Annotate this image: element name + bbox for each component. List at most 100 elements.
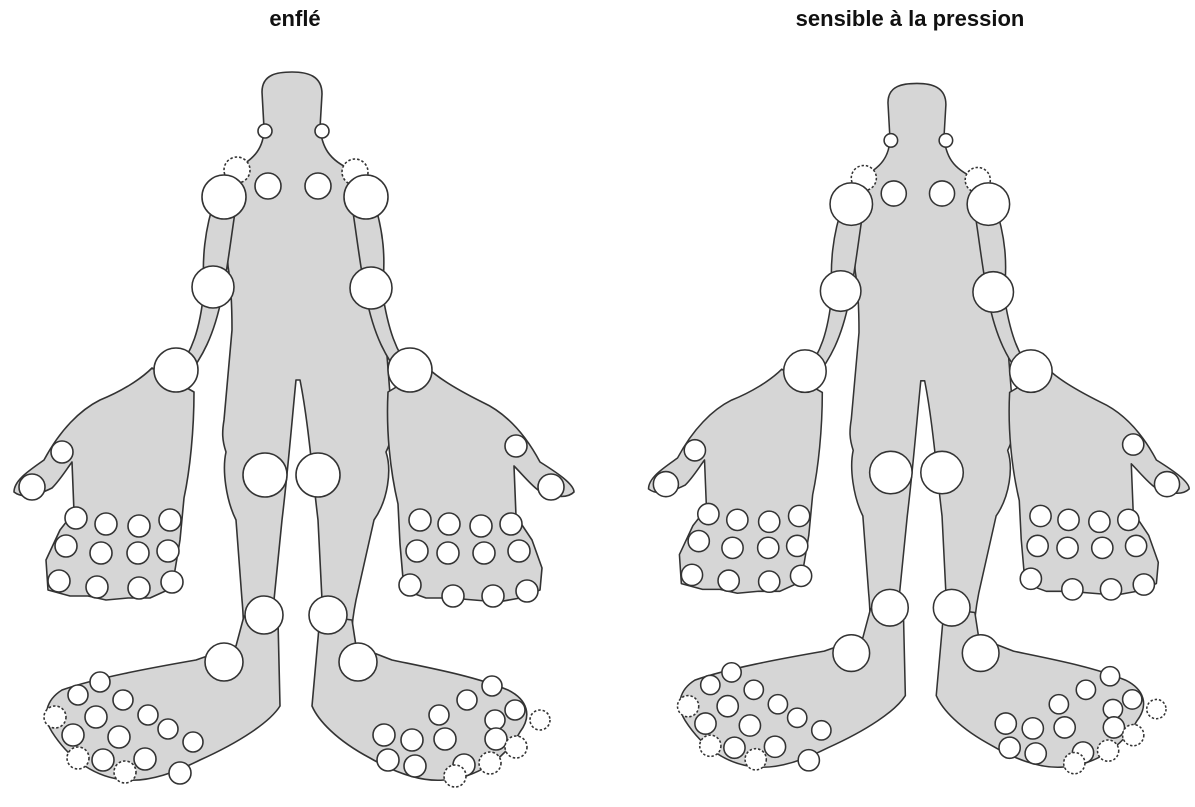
joint-marker[interactable] (315, 124, 329, 138)
joint-marker[interactable] (65, 507, 87, 529)
joint-marker[interactable] (1100, 579, 1121, 600)
joint-marker[interactable] (739, 715, 760, 736)
joint-marker[interactable] (1020, 568, 1041, 589)
joint-marker[interactable] (759, 571, 780, 592)
joint-marker[interactable] (128, 577, 150, 599)
joint-marker[interactable] (48, 570, 70, 592)
joint-marker[interactable] (409, 509, 431, 531)
joint-marker[interactable] (404, 755, 426, 777)
joint-marker[interactable] (192, 266, 234, 308)
joint-marker[interactable] (90, 672, 110, 692)
joint-marker[interactable] (442, 585, 464, 607)
joint-marker[interactable] (92, 749, 114, 771)
joint-marker[interactable] (127, 542, 149, 564)
joint-marker[interactable] (870, 451, 912, 493)
joint-marker[interactable] (44, 706, 66, 728)
joint-marker[interactable] (309, 596, 347, 634)
joint-marker[interactable] (1054, 717, 1075, 738)
joint-marker[interactable] (305, 173, 331, 199)
joint-marker[interactable] (695, 713, 716, 734)
joint-marker[interactable] (933, 589, 970, 626)
joint-marker[interactable] (157, 540, 179, 562)
joint-marker[interactable] (339, 643, 377, 681)
joint-marker[interactable] (538, 474, 564, 500)
joint-marker[interactable] (833, 635, 870, 672)
joint-marker[interactable] (1058, 509, 1079, 530)
joint-marker[interactable] (788, 708, 807, 727)
joint-marker[interactable] (67, 747, 89, 769)
joint-marker[interactable] (790, 565, 811, 586)
joint-marker[interactable] (684, 440, 705, 461)
joint-marker[interactable] (485, 710, 505, 730)
joint-marker[interactable] (1076, 680, 1095, 699)
joint-marker[interactable] (437, 542, 459, 564)
joint-marker[interactable] (485, 728, 507, 750)
joint-marker[interactable] (434, 728, 456, 750)
joint-marker[interactable] (505, 435, 527, 457)
joint-marker[interactable] (1103, 699, 1122, 718)
joint-marker[interactable] (921, 451, 963, 493)
joint-marker[interactable] (114, 761, 136, 783)
joint-marker[interactable] (681, 564, 702, 585)
joint-marker[interactable] (505, 700, 525, 720)
joint-marker[interactable] (377, 749, 399, 771)
joint-marker[interactable] (1025, 743, 1046, 764)
joint-marker[interactable] (727, 509, 748, 530)
joint-marker[interactable] (698, 503, 719, 524)
joint-marker[interactable] (718, 570, 739, 591)
joint-marker[interactable] (798, 750, 819, 771)
joint-marker[interactable] (758, 537, 779, 558)
joint-marker[interactable] (784, 350, 826, 392)
joint-marker[interactable] (373, 724, 395, 746)
joint-marker[interactable] (482, 585, 504, 607)
joint-marker[interactable] (1057, 537, 1078, 558)
joint-marker[interactable] (967, 183, 1009, 225)
joint-marker[interactable] (1010, 350, 1052, 392)
joint-marker[interactable] (1097, 740, 1118, 761)
joint-marker[interactable] (812, 721, 831, 740)
joint-marker[interactable] (134, 748, 156, 770)
joint-marker[interactable] (1125, 535, 1146, 556)
joint-marker[interactable] (677, 696, 698, 717)
joint-marker[interactable] (1133, 574, 1154, 595)
joint-marker[interactable] (701, 675, 720, 694)
joint-marker[interactable] (884, 134, 898, 148)
joint-marker[interactable] (1123, 690, 1142, 709)
joint-marker[interactable] (255, 173, 281, 199)
joint-marker[interactable] (1154, 472, 1179, 497)
joint-marker[interactable] (722, 663, 741, 682)
joint-marker[interactable] (688, 530, 709, 551)
joint-marker[interactable] (68, 685, 88, 705)
joint-marker[interactable] (55, 535, 77, 557)
joint-marker[interactable] (759, 511, 780, 532)
joint-marker[interactable] (128, 515, 150, 537)
joint-marker[interactable] (1049, 695, 1068, 714)
joint-marker[interactable] (202, 175, 246, 219)
joint-marker[interactable] (973, 272, 1014, 313)
joint-marker[interactable] (745, 749, 766, 770)
joint-marker[interactable] (764, 736, 785, 757)
joint-marker[interactable] (1103, 717, 1124, 738)
joint-marker[interactable] (161, 571, 183, 593)
joint-marker[interactable] (344, 175, 388, 219)
joint-marker[interactable] (169, 762, 191, 784)
joint-marker[interactable] (90, 542, 112, 564)
joint-marker[interactable] (929, 181, 954, 206)
joint-marker[interactable] (1123, 434, 1144, 455)
joint-marker[interactable] (724, 737, 745, 758)
joint-marker[interactable] (508, 540, 530, 562)
joint-marker[interactable] (62, 724, 84, 746)
joint-marker[interactable] (962, 635, 999, 672)
joint-marker[interactable] (787, 535, 808, 556)
joint-marker[interactable] (789, 505, 810, 526)
joint-marker[interactable] (406, 540, 428, 562)
joint-marker[interactable] (399, 574, 421, 596)
joint-marker[interactable] (205, 643, 243, 681)
joint-marker[interactable] (444, 765, 466, 787)
joint-marker[interactable] (457, 690, 477, 710)
joint-marker[interactable] (700, 735, 721, 756)
joint-marker[interactable] (350, 267, 392, 309)
joint-marker[interactable] (1030, 505, 1051, 526)
joint-marker[interactable] (154, 348, 198, 392)
joint-marker[interactable] (516, 580, 538, 602)
